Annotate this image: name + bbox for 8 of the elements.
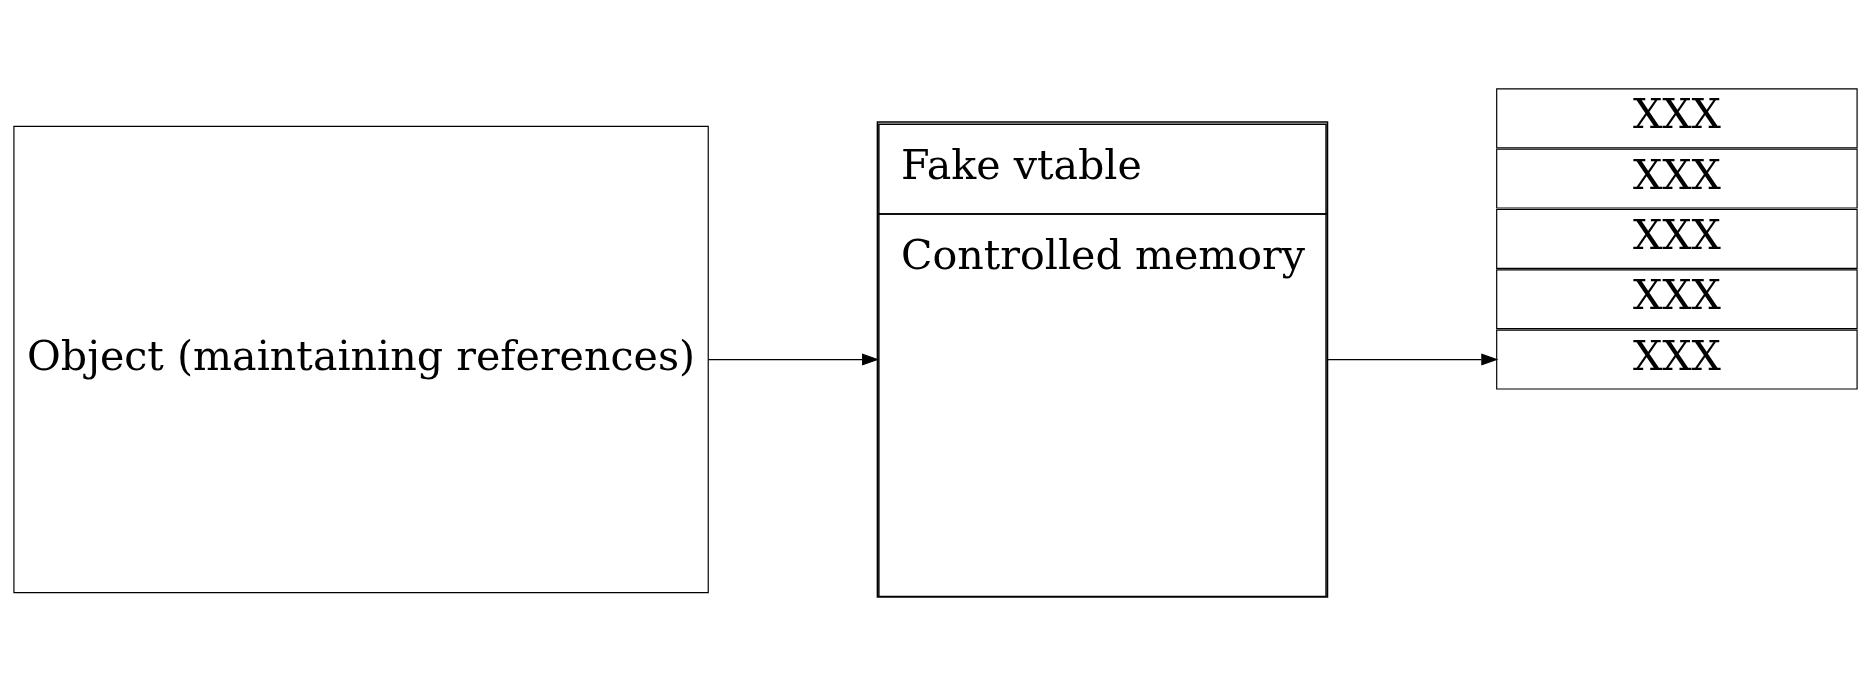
node-box: XXX	[1496, 88, 1858, 149]
arrow	[707, 353, 880, 366]
node-box: XXX	[1496, 148, 1858, 209]
node-box: XXX	[1496, 269, 1858, 330]
arrow	[1327, 353, 1499, 366]
node-box: XXX	[1496, 208, 1858, 269]
node-box: XXX	[1496, 329, 1858, 390]
node-box: Object (maintaining references)	[13, 125, 709, 594]
